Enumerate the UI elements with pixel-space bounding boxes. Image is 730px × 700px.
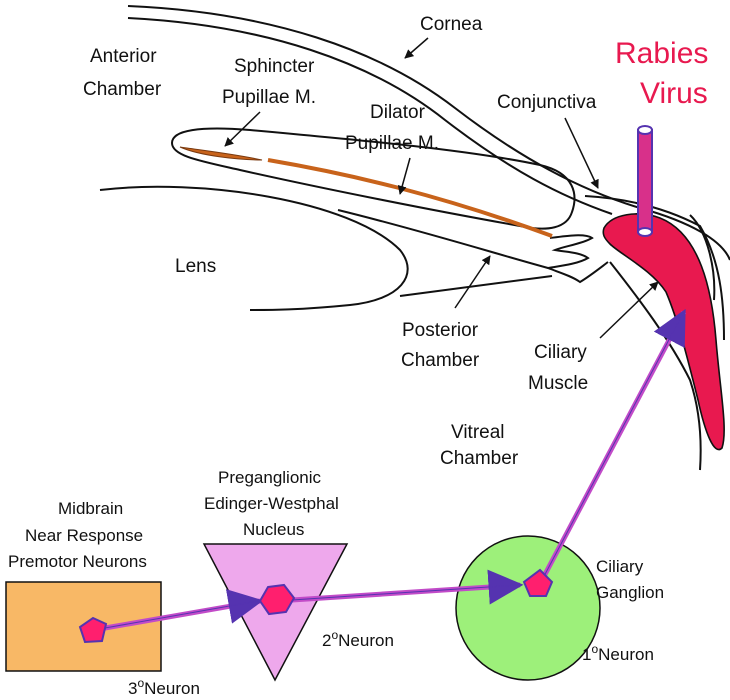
ciliary-muscle-shape	[602, 213, 725, 451]
conjunctiva-pointer	[564, 117, 599, 189]
preganglionic-label-line3: Nucleus	[243, 520, 304, 539]
neural-pathway	[5, 308, 687, 682]
conjunctiva-label: Conjunctiva	[497, 92, 597, 113]
dilator-pointer	[397, 157, 411, 195]
virus-tube-bottom	[637, 227, 653, 237]
inner-eye-curve-2	[689, 214, 716, 301]
zonule-upper	[337, 209, 549, 269]
neuron-2-label: 2oNeuron	[322, 628, 394, 650]
ciliary-body-folds	[544, 234, 609, 284]
sphincter-label-line2: Pupillae M.	[222, 87, 316, 108]
rabies-virus-injection	[637, 125, 653, 237]
neuron-3-soma	[78, 616, 108, 644]
neuron-1-label: 1oNeuron	[582, 642, 654, 664]
virus-tube-top	[637, 125, 653, 135]
ciliary-ganglion-label-line2: Ganglion	[596, 583, 664, 602]
conjunctiva-curve	[584, 195, 725, 341]
lens-outline	[99, 185, 409, 311]
outer-sclera-curve	[639, 207, 730, 261]
cornea-outer-curve	[127, 5, 641, 209]
posterior-chamber-label-line2: Chamber	[401, 350, 480, 371]
lens-label: Lens	[175, 256, 216, 277]
anterior-chamber-label-line1: Anterior	[90, 46, 157, 67]
ciliary-muscle-label-line2: Muscle	[528, 373, 588, 394]
preganglionic-label-line1: Preganglionic	[218, 468, 322, 487]
cornea-pointer	[404, 37, 429, 59]
rabies-label-line1: Rabies	[615, 37, 708, 70]
preganglionic-label-line2: Edinger-Westphal	[204, 494, 339, 513]
pathway-labels: Midbrain Near Response Premotor Neurons …	[8, 468, 664, 698]
axon-1-to-ciliary-muscle-outline	[541, 314, 683, 581]
ciliary-muscle-pointer	[599, 281, 659, 339]
virus-tube	[637, 129, 653, 233]
anterior-chamber-label-line2: Chamber	[83, 79, 162, 100]
neuron-3-label: 3oNeuron	[128, 676, 200, 698]
inner-eye-curve-1	[609, 261, 702, 471]
anatomy-labels: Cornea Anterior Chamber Sphincter Pupill…	[83, 14, 708, 469]
eye-anatomy	[99, 5, 730, 471]
cornea-label: Cornea	[420, 14, 483, 35]
zonule-lower	[399, 275, 553, 297]
dilator-label-line1: Dilator	[370, 102, 426, 123]
posterior-chamber-label-line1: Posterior	[402, 320, 479, 341]
vitreal-chamber-label-line1: Vitreal	[451, 422, 505, 443]
neuron-1-soma	[522, 568, 554, 597]
neuron-2-soma	[258, 583, 296, 616]
axon-2-to-1-outline	[291, 584, 519, 601]
midbrain-label-line2: Near Response	[25, 526, 143, 545]
midbrain-label-line1: Midbrain	[58, 499, 123, 518]
axon-3-to-2-outline	[104, 600, 259, 629]
label-pointers	[224, 37, 659, 339]
vitreal-chamber-label-line2: Chamber	[440, 448, 519, 469]
iris-outline	[170, 127, 576, 230]
sphincter-label-line1: Sphincter	[234, 56, 315, 77]
rabies-label-line2: Virus	[640, 77, 708, 110]
midbrain-label-line3: Premotor Neurons	[8, 552, 147, 571]
dilator-label-line2: Pupillae M.	[345, 133, 439, 154]
sphincter-pointer	[224, 111, 261, 147]
cornea-inner-curve	[127, 17, 613, 215]
ciliary-ganglion-circle	[455, 535, 601, 681]
ciliary-ganglion-label-line1: Ciliary	[596, 557, 644, 576]
posterior-chamber-pointer	[454, 255, 491, 309]
sphincter-muscle	[179, 146, 263, 161]
ciliary-muscle-label-line1: Ciliary	[534, 342, 587, 363]
